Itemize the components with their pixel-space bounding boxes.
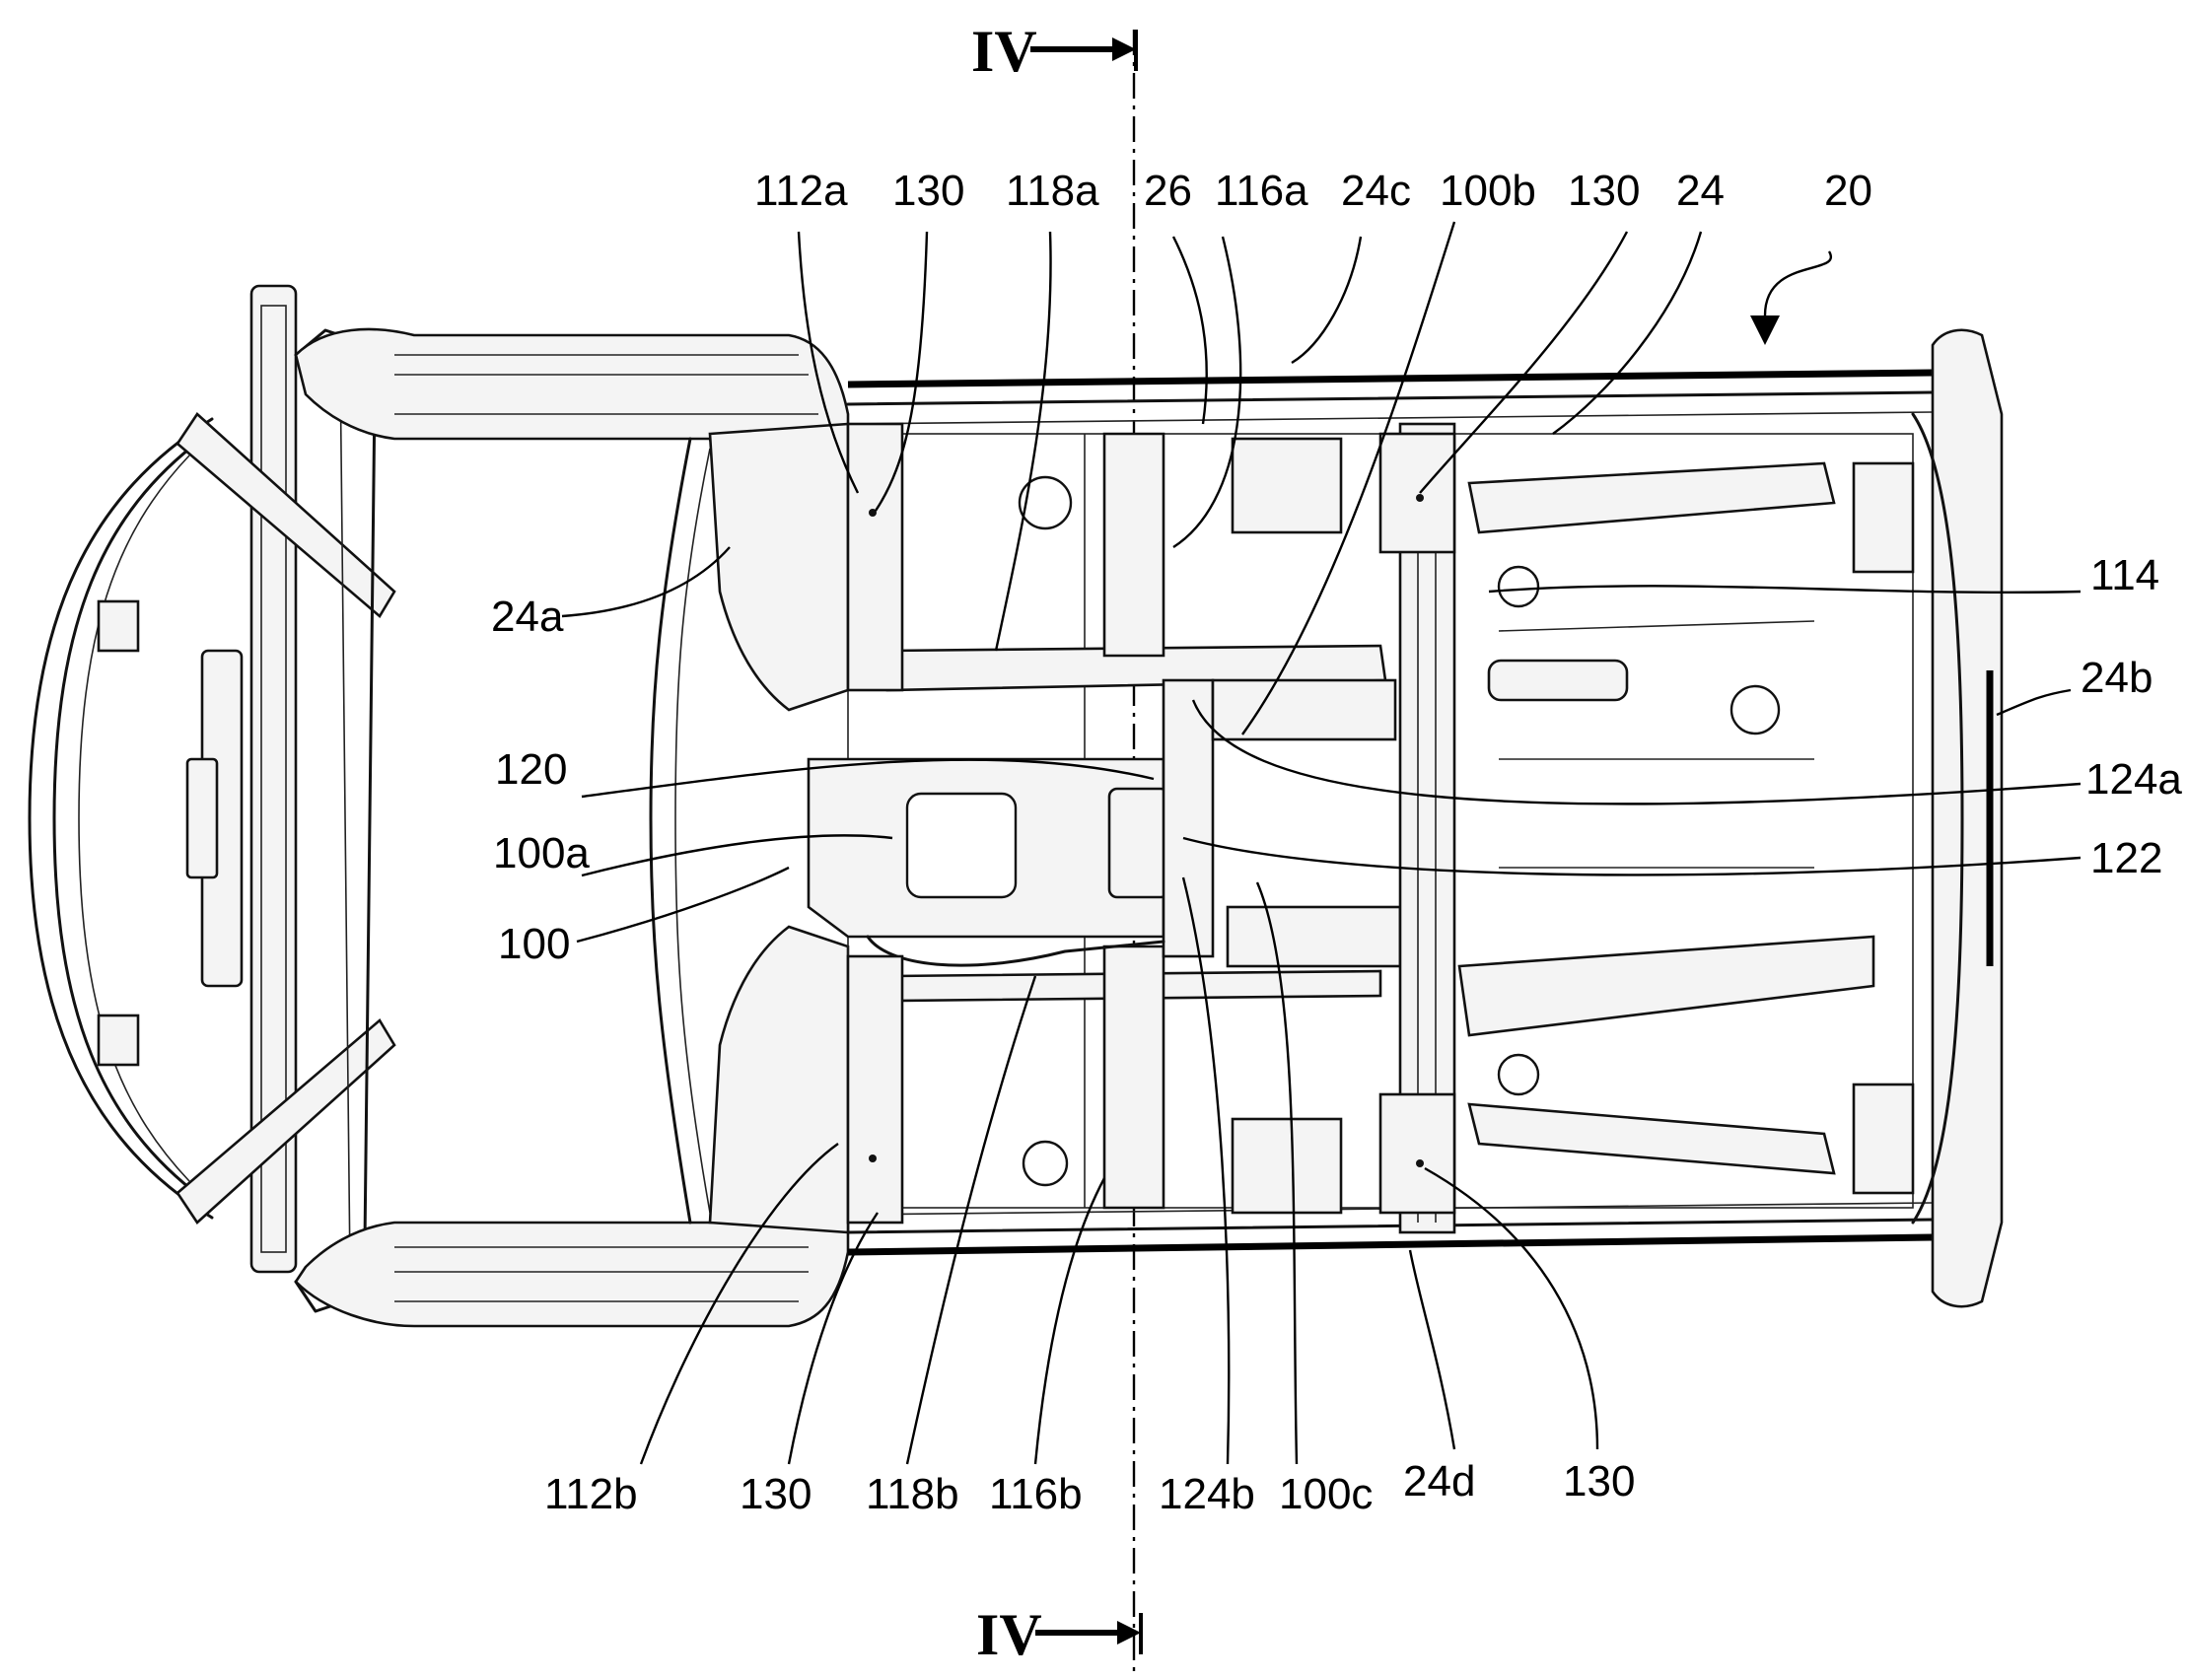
label-26: 26 [1144, 167, 1192, 215]
rear-end [1911, 328, 2004, 1308]
label-24c: 24c [1341, 167, 1411, 215]
reference-numerals: 112a 130 118a 26 116a 24c 100b 130 24 20… [491, 167, 2182, 1518]
section-marker-bottom: IV [976, 1602, 1042, 1667]
label-116a: 116a [1215, 167, 1308, 215]
cross-member-118 [885, 432, 1387, 1210]
label-100a: 100a [493, 829, 590, 877]
label-124a: 124a [2085, 755, 2182, 804]
label-120: 120 [495, 745, 567, 794]
front-floor-details [846, 422, 1424, 1225]
label-130-bottom-right: 130 [1563, 1457, 1635, 1505]
label-130-bottom-left: 130 [740, 1470, 812, 1518]
side-sills [846, 369, 1935, 1256]
label-118a: 118a [1006, 167, 1099, 215]
section-marker-top: IV [971, 19, 1037, 84]
seat-cross-member [1211, 437, 1402, 1215]
label-24a: 24a [491, 593, 564, 641]
label-24: 24 [1676, 167, 1725, 215]
label-118b: 118b [866, 1470, 959, 1518]
leader-lines [561, 221, 2082, 1465]
label-124b: 124b [1159, 1470, 1255, 1518]
label-24d: 24d [1403, 1457, 1475, 1505]
label-20: 20 [1824, 167, 1872, 215]
label-130-top-left: 130 [892, 167, 964, 215]
label-112a: 112a [754, 167, 848, 215]
label-122: 122 [2090, 834, 2162, 882]
label-100b: 100b [1440, 167, 1536, 215]
label-100: 100 [498, 920, 570, 968]
label-114: 114 [2090, 551, 2159, 599]
front-right-rail [294, 1221, 850, 1328]
label-100c: 100c [1279, 1470, 1373, 1518]
floor-tunnel [807, 678, 1215, 967]
label-116b: 116b [989, 1470, 1083, 1518]
label-130-top-right: 130 [1568, 167, 1640, 215]
front-structure [28, 284, 396, 1313]
dash-panel [649, 422, 850, 1234]
section-line: IV IV [971, 19, 1143, 1676]
label-112b: 112b [544, 1470, 638, 1518]
rear-cross-member-114 [1378, 422, 1456, 1234]
rear-floor-rails [1457, 461, 1915, 1195]
label-24b: 24b [2081, 654, 2153, 702]
